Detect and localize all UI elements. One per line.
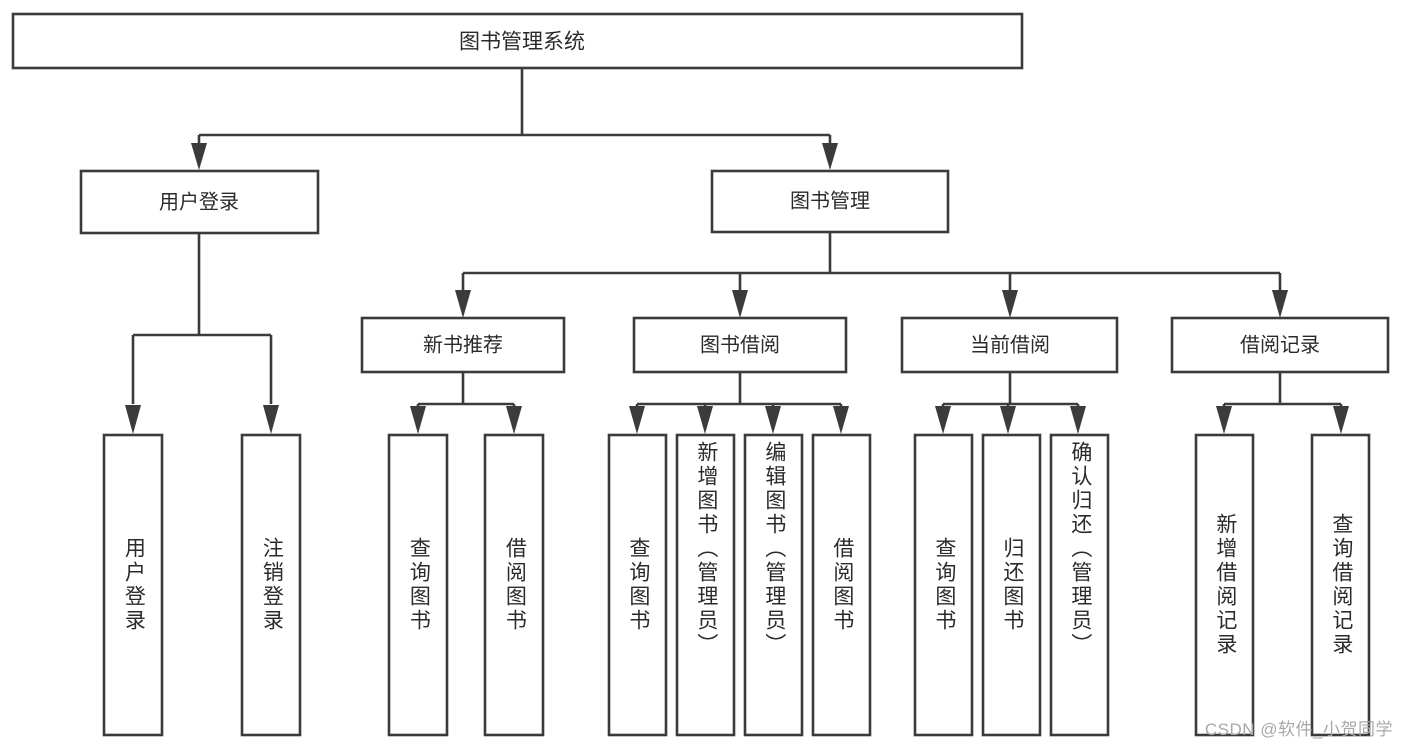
arrow-head-book-borrow-leaf3: [765, 406, 781, 434]
node-current-borrow-label: 当前借阅: [970, 333, 1050, 356]
node-layer: 图书管理系统 用户登录 图书管理 新书推荐 图书借阅 当前借阅 借阅记录: [11, 12, 1390, 737]
node-leaf-book-borrow-1-box[interactable]: [607, 433, 668, 737]
node-leaf-new-book-2-box[interactable]: [483, 433, 545, 737]
node-leaf-user-login-2-box[interactable]: [240, 433, 302, 737]
node-leaf-user-login-1-box[interactable]: [102, 433, 164, 737]
node-book-borrow-label: 图书借阅: [700, 333, 780, 356]
arrow-head-book-borrow-leaf4: [833, 406, 849, 434]
arrow-head-borrow-record: [1272, 290, 1288, 318]
arrow-head-record-leaf2: [1333, 406, 1349, 434]
node-leaf-book-borrow-4-box[interactable]: [811, 433, 872, 737]
arrow-head-user-login: [191, 143, 207, 170]
node-leaf-current-3-box[interactable]: [1049, 433, 1110, 737]
node-user-login-label: 用户登录: [159, 190, 239, 213]
node-leaf-record-2-box[interactable]: [1310, 433, 1371, 737]
node-borrow-record-box[interactable]: [1170, 316, 1390, 374]
arrow-head-book-borrow: [732, 290, 748, 318]
node-user-login-box[interactable]: [79, 169, 320, 235]
arrow-head-book-borrow-leaf1: [629, 406, 645, 434]
connector-layer: [125, 68, 1349, 434]
node-book-manage-label: 图书管理: [790, 189, 870, 212]
node-root-label: 图书管理系统: [459, 31, 585, 54]
node-leaf-book-borrow-3-box[interactable]: [743, 433, 804, 737]
arrow-head-new-book-leaf1: [410, 406, 426, 434]
node-leaf-book-borrow-2-box[interactable]: [675, 433, 736, 737]
node-leaf-new-book-1-box[interactable]: [387, 433, 449, 737]
arrow-head-current-leaf1: [935, 406, 951, 434]
csdn-watermark: CSDN @软件_小贺同学: [1204, 720, 1393, 739]
node-leaf-record-1-box[interactable]: [1194, 433, 1255, 737]
node-root-box[interactable]: [11, 12, 1024, 70]
node-leaf-current-2-box[interactable]: [981, 433, 1042, 737]
node-leaf-current-1-box[interactable]: [913, 433, 974, 737]
arrow-head-user-login-leaf1: [125, 405, 141, 434]
node-new-book-rec-label: 新书推荐: [423, 333, 503, 356]
node-new-book-rec-box[interactable]: [360, 316, 566, 374]
arrow-head-current-leaf2: [1000, 406, 1016, 434]
arrow-head-book-manage: [822, 143, 838, 170]
node-book-borrow-box[interactable]: [632, 316, 848, 374]
arrow-head-book-borrow-leaf2: [697, 406, 713, 434]
node-borrow-record-label: 借阅记录: [1240, 333, 1320, 356]
arrow-head-new-book-rec: [455, 290, 471, 318]
node-current-borrow-box[interactable]: [900, 316, 1119, 374]
arrow-head-current-leaf3: [1070, 406, 1086, 434]
node-book-manage-box[interactable]: [710, 169, 950, 234]
arrow-head-record-leaf1: [1216, 406, 1232, 434]
arrow-head-new-book-leaf2: [506, 406, 522, 434]
arrow-head-user-login-leaf2: [263, 405, 279, 434]
arrow-head-current-borrow: [1002, 290, 1018, 318]
